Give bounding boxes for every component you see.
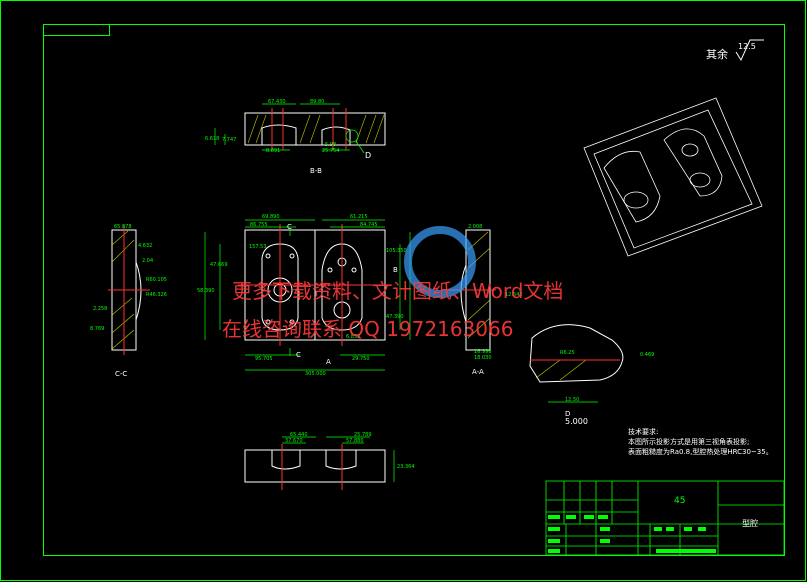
- main-plan-view: 69.890 86.755 61.215 84.745 47.669 58.39…: [197, 214, 411, 377]
- section-bb-view: 67.430 89.80 6.618 7.747 8.891 5.98 25.7…: [205, 99, 386, 175]
- dim-d-h: 0.469: [640, 352, 654, 358]
- dim-main-top-right2: 84.745: [360, 222, 378, 228]
- dim-bottom-side: 23.364: [397, 464, 415, 470]
- notes-title: 技术要求:: [628, 427, 658, 436]
- dim-main-left-total: 58.390: [197, 288, 215, 294]
- dim-cc-a: 4.632: [138, 243, 152, 249]
- label-d-marker: D: [365, 151, 371, 160]
- dim-main-left-height: 47.669: [210, 262, 228, 268]
- dim-bb-bottom-right: 25.754: [322, 148, 340, 154]
- label-detail-scale: 5.000: [565, 417, 588, 426]
- dim-d-w: 12.50: [565, 397, 579, 403]
- dim-main-right-lower: 47.390: [386, 314, 404, 320]
- dim-bottom-left: 65.440: [290, 432, 308, 438]
- dim-main-hole: 6.858: [346, 334, 360, 340]
- dim-main-top-right: 61.215: [350, 214, 368, 220]
- marker-b-right: B: [393, 266, 398, 274]
- dim-aa-b1: 16.996: [474, 349, 492, 355]
- dim-bb-side-top: 6.618: [205, 136, 219, 142]
- dim-cc-b: 2.04: [142, 258, 153, 264]
- watermark-logo-icon: [404, 226, 476, 298]
- label-section-aa: A-A: [472, 368, 484, 376]
- dim-aa-mid: 12.542: [505, 292, 523, 298]
- dim-main-top-left2: 86.755: [250, 222, 268, 228]
- dim-bottom-right2: 57.880: [346, 438, 364, 444]
- surface-roughness-symbol: 其余 12.5: [706, 39, 764, 62]
- dim-main-bottom-total: 305.000: [305, 371, 326, 377]
- dim-cc-c: R60.105: [146, 277, 167, 283]
- marker-c-top: C: [287, 223, 292, 231]
- dim-bb-bottom-mid: 5.98: [325, 142, 336, 148]
- label-section-cc: C-C: [115, 370, 127, 378]
- dim-bottom-left2: 37.670: [285, 438, 303, 444]
- watermark-line2: 在线咨询联系 QQ 1972163066: [222, 317, 513, 341]
- dim-cc-d: R46.326: [146, 292, 167, 298]
- dim-cc-top: 65.878: [114, 224, 132, 230]
- dim-bb-bottom-left: 8.891: [266, 148, 280, 154]
- label-section-bb: B-B: [310, 167, 322, 175]
- notes-line1: 本图所示投影方式是用第三视角表投影;: [628, 437, 749, 446]
- dim-aa-b2: 18.030: [474, 355, 492, 361]
- watermark-line1: 更多下载资料、文计图纸、Word文档: [232, 279, 563, 303]
- section-cc-view: 65.878 4.632 2.04 R60.105 R46.326 2.258 …: [90, 224, 167, 378]
- notes-line2: 表面粗糙度为Ra0.8,型腔热处理HRC30~35。: [628, 447, 773, 456]
- marker-c-bottom: C: [296, 351, 301, 359]
- technical-notes: 技术要求: 本图所示投影方式是用第三视角表投影; 表面粗糙度为Ra0.8,型腔热…: [628, 427, 773, 456]
- title-block-count: 45: [674, 496, 685, 506]
- title-block: [545, 480, 785, 556]
- isometric-view: [583, 97, 763, 257]
- roughness-prefix: 其余: [706, 47, 728, 61]
- label-detail-d: D: [565, 410, 570, 418]
- dim-bb-top-right: 89.80: [310, 99, 324, 105]
- dim-cc-f: 8.769: [90, 326, 104, 332]
- title-block-fills: [548, 515, 716, 553]
- dim-aa-top: 2.008: [468, 224, 482, 230]
- title-block-part-name: 型腔: [742, 518, 758, 528]
- dim-bottom-right: 25.789: [354, 432, 372, 438]
- watermark: 更多下载资料、文计图纸、Word文档 在线咨询联系 QQ 1972163066: [222, 226, 563, 341]
- dim-bb-top-left: 67.430: [268, 99, 286, 105]
- dim-main-bottom-left: 95.705: [255, 356, 273, 362]
- dim-cc-e: 2.258: [93, 306, 107, 312]
- marker-a-bottom: A: [326, 358, 331, 366]
- dim-d-r: R6.25: [560, 350, 575, 356]
- bottom-section-view: 65.440 25.789 37.670 57.880 23.364: [244, 432, 415, 490]
- dim-main-bottom-right: 29.750: [352, 356, 370, 362]
- dim-main-top-left: 69.890: [262, 214, 280, 220]
- dim-main-inner: 157.53: [249, 244, 267, 250]
- dim-main-right-height: 105.350: [386, 248, 407, 254]
- detail-d-view: R6.25 0.469 12.50 D 5.000: [529, 324, 654, 426]
- dim-bb-side-mid: 7.747: [222, 137, 236, 143]
